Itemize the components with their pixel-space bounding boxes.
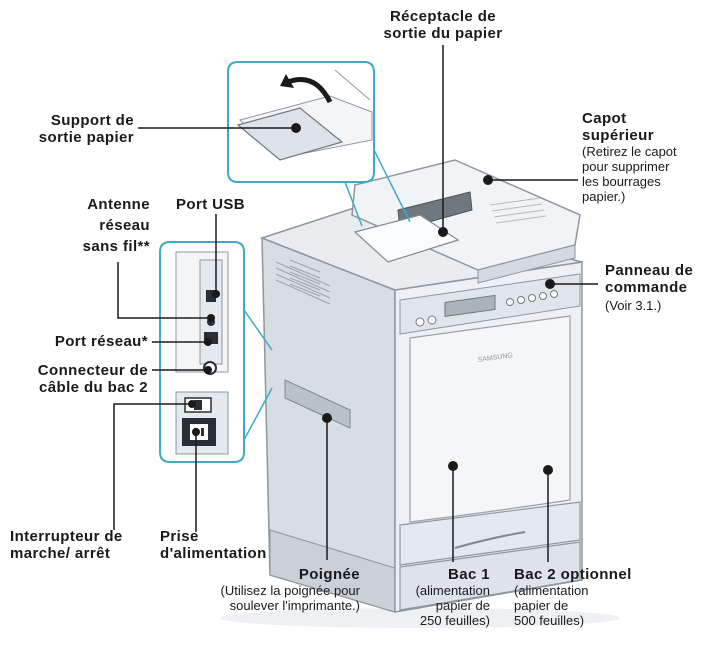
curved-arrow-icon <box>287 77 333 104</box>
label-poignee: Poignée (Utilisez la poignée pour soulev… <box>220 566 360 613</box>
label-port-usb: Port USB <box>176 196 246 213</box>
tray-2[interactable] <box>399 541 581 611</box>
side-handle <box>284 379 351 429</box>
label-prise: Prise d'alimentation <box>160 528 267 562</box>
label-support: Support de sortie papier <box>38 112 134 146</box>
usb-port[interactable] <box>206 290 216 302</box>
label-bac1: Bac 1 (alimentation papier de 250 feuill… <box>415 566 490 628</box>
tray-1[interactable] <box>399 501 581 566</box>
label-receptacle: Réceptacle de sortie du papier <box>383 8 503 42</box>
callout-rear-ports <box>159 241 273 463</box>
output-tray-support[interactable] <box>353 214 460 263</box>
leader-dots <box>188 123 555 475</box>
label-connecteur: Connecteur de câble du bac 2 <box>37 362 148 396</box>
label-interrupteur: Interrupteur de marche/ arrêt <box>10 528 123 562</box>
callout-output-support <box>227 61 411 227</box>
label-panneau: Panneau de commande (Voir 3.1.) <box>605 262 694 313</box>
label-capot: Capot supérieur (Retirez le capot pour s… <box>582 110 677 204</box>
leader-lines <box>113 45 598 562</box>
brand-logo: SAMSUNG <box>477 352 513 364</box>
label-antenne: Antenne réseau sans fil** <box>82 196 150 255</box>
label-bac2: Bac 2 optionnel (alimentation papier de … <box>514 566 632 628</box>
paper-support-flap[interactable] <box>236 107 344 161</box>
printer-illustration: SAMSUNG <box>220 159 620 628</box>
front-door <box>409 315 571 523</box>
label-port-reseau: Port réseau* <box>54 333 148 350</box>
